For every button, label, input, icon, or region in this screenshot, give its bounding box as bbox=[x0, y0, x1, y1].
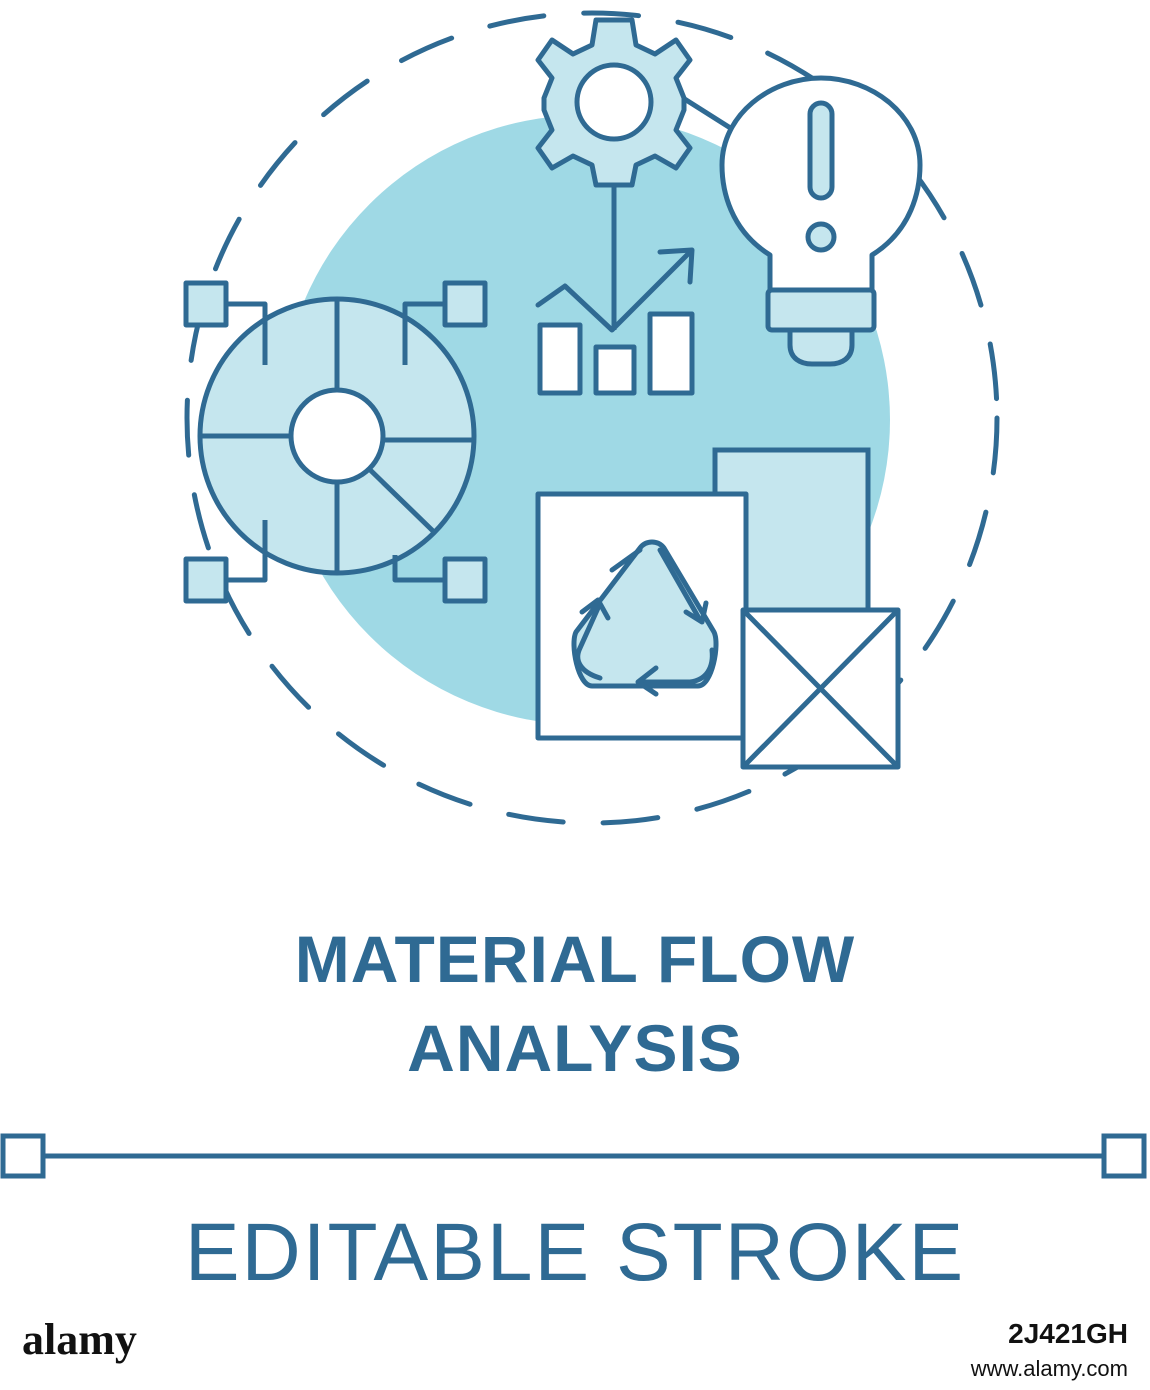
footer-logo: alamy bbox=[22, 1315, 137, 1364]
footer-meta: 2J421GH www.alamy.com bbox=[971, 1318, 1128, 1382]
editable-stroke-line bbox=[0, 1133, 1147, 1179]
subtitle: EDITABLE STROKE bbox=[184, 1207, 966, 1298]
gear-icon bbox=[535, 17, 693, 188]
title-line-1: MATERIAL FLOW bbox=[294, 922, 856, 996]
footer-image-id: 2J421GH bbox=[1008, 1318, 1128, 1349]
lightbulb-warning-icon bbox=[719, 75, 923, 367]
bar-chart-trend-icon bbox=[535, 247, 695, 396]
box-icon bbox=[740, 607, 901, 770]
title-line-2: ANALYSIS bbox=[407, 1011, 743, 1085]
footer-bar: alamy 2J421GH www.alamy.com bbox=[0, 1300, 1150, 1390]
pie-network-icon bbox=[183, 280, 488, 604]
concept-icon-illustration bbox=[0, 10, 1147, 1179]
dashed-ring-icon bbox=[184, 10, 1000, 826]
recycle-document-icon bbox=[535, 491, 749, 741]
footer-url: www.alamy.com bbox=[970, 1356, 1128, 1381]
